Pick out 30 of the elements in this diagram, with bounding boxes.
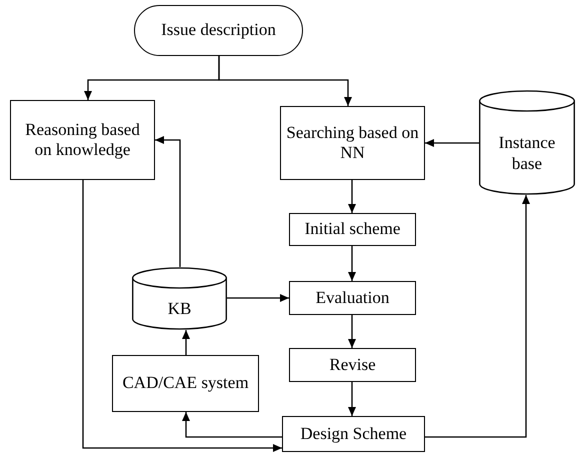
process-box xyxy=(282,416,425,452)
process-box xyxy=(289,213,416,246)
node-label: Revise xyxy=(328,354,377,376)
arrow xyxy=(82,180,282,452)
arrow xyxy=(182,412,282,438)
process-box xyxy=(289,348,416,382)
node-label: Searching based on NN xyxy=(285,122,420,164)
arrow xyxy=(182,330,190,355)
start-terminal xyxy=(134,5,303,56)
process-box xyxy=(289,281,416,315)
node-label: Issue description xyxy=(160,20,277,41)
arrow xyxy=(155,136,181,267)
arrow xyxy=(348,246,356,281)
process-box xyxy=(280,106,425,180)
arrow xyxy=(425,195,530,438)
node-label: Reasoning based on knowledge xyxy=(24,120,141,160)
arrow xyxy=(227,294,289,302)
arrow xyxy=(425,139,479,147)
process-box xyxy=(10,100,155,180)
process-box xyxy=(112,355,259,412)
arrow xyxy=(218,56,352,106)
node-label: Design Scheme xyxy=(299,424,408,444)
arrow xyxy=(348,180,356,213)
node-label: Instance base xyxy=(498,133,556,174)
node-label: KB xyxy=(166,299,192,320)
node-label: Evaluation xyxy=(314,288,390,308)
arrow xyxy=(348,315,356,348)
node-label: Initial scheme xyxy=(304,219,402,240)
node-label: CAD/CAE system xyxy=(121,373,250,394)
arrow xyxy=(348,382,356,416)
